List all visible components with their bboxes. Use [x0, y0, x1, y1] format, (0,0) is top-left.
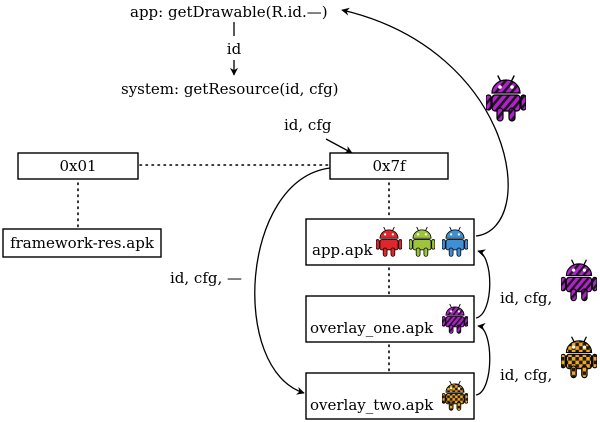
arrow-overlay-two-to-overlay-one [475, 322, 491, 396]
arrow-overlay-one-to-app [475, 249, 491, 319]
framework-res-apk-label: framework-res.apk [10, 234, 155, 252]
app-getdrawable-label: app: getDrawable(R.id.—) [130, 3, 328, 21]
overlay-one-apk-label: overlay_one.apk [310, 319, 434, 337]
package-id-box-0x01 [17, 152, 139, 180]
id-cfg-label: id, cfg [284, 116, 332, 134]
android-striped-purple-icon-large [486, 75, 526, 122]
id-cfg-comma-label-lower: id, cfg, [500, 366, 552, 384]
overlay-two-apk-label: overlay_two.apk [310, 396, 434, 414]
arrow-to-0x7f [325, 138, 353, 154]
id-label: id [227, 40, 242, 58]
app-apk-label: app.apk [312, 241, 373, 259]
id-cfg-comma-label-upper: id, cfg, [500, 289, 552, 307]
system-getresource-label: system: getResource(id, cfg) [121, 80, 339, 98]
arrow-0x7f-to-overlay-two [254, 167, 331, 395]
arrow-app-to-getdrawable [341, 7, 509, 237]
android-checkered-orange-icon-side [561, 336, 597, 379]
framework-res-apk-box [2, 228, 162, 258]
package-id-box-0x7f [329, 152, 449, 180]
id-cfg-dash-label: id, cfg, — [170, 269, 242, 287]
package-id-0x7f: 0x7f [372, 157, 407, 175]
package-id-0x01: 0x01 [59, 157, 96, 175]
android-striped-purple-icon-side [561, 259, 597, 302]
